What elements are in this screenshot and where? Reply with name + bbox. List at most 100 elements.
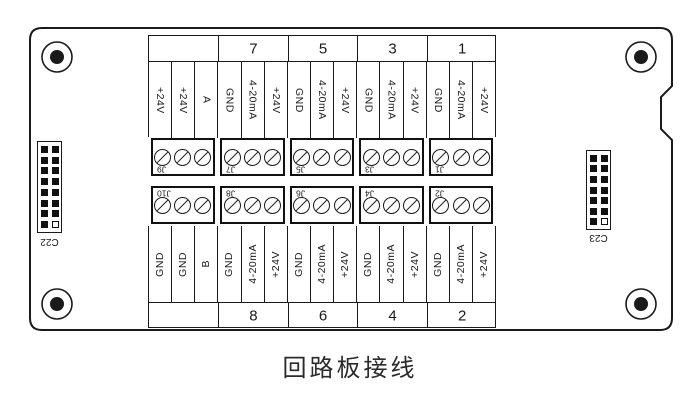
terminal-column: A	[195, 62, 219, 138]
screw-terminal	[223, 196, 241, 214]
channel-number: 3	[388, 40, 397, 57]
connector-pin	[40, 178, 48, 186]
connector-c22	[37, 141, 62, 233]
screw-terminal	[333, 196, 351, 214]
screw-terminal	[194, 196, 212, 214]
terminal-label: 4-20mA	[246, 244, 259, 284]
screw-terminal	[452, 196, 470, 214]
terminal-label: GND	[431, 251, 444, 277]
screw-terminal	[452, 148, 470, 166]
terminal-label: GND	[154, 251, 167, 277]
terminal-label: GND	[223, 87, 236, 113]
terminal-column: 4-20mA	[450, 226, 473, 302]
channel-number: 8	[249, 307, 258, 324]
terminal-column: GND	[149, 226, 173, 302]
screw-terminal	[264, 196, 282, 214]
connector-pin-row	[589, 218, 608, 226]
terminal-label: +24V	[339, 250, 352, 278]
connector-pin	[589, 186, 597, 194]
terminal-label: GND	[223, 251, 236, 277]
connector-pin-row	[40, 188, 59, 196]
group-divider-line	[218, 303, 220, 328]
screw-terminal	[432, 148, 450, 166]
terminal-label: GND	[292, 251, 305, 277]
screw-terminal	[264, 148, 282, 166]
terminal-label: +24V	[408, 250, 421, 278]
terminal-block: J9	[150, 138, 216, 176]
group-divider-line	[218, 36, 220, 61]
terminal-block-label: J9	[156, 164, 166, 174]
screw-terminal	[383, 196, 401, 214]
terminal-column: GND	[357, 62, 381, 138]
mounting-hole-top-left	[41, 41, 73, 73]
channel-number: 4	[388, 307, 397, 324]
channel-number: 5	[318, 40, 328, 57]
connector-pin	[589, 218, 597, 226]
terminal-block-label: J7	[226, 164, 236, 174]
screw-terminal	[383, 148, 401, 166]
terminal-column: 4-20mA	[450, 62, 473, 138]
group-divider-line	[357, 303, 359, 328]
terminal-column: 4-20mA	[242, 226, 265, 302]
connector-pin-row	[589, 175, 608, 183]
terminal-block-label: J10	[156, 188, 171, 199]
terminal-column: +24V	[265, 226, 288, 302]
connector-pin	[589, 197, 597, 205]
channel-number: 2	[458, 307, 467, 324]
terminal-block: J8	[220, 186, 285, 224]
connector-pin	[51, 145, 59, 153]
terminal-label: 4-20mA	[385, 80, 398, 120]
screw-terminal	[362, 196, 380, 214]
screw-terminal	[174, 196, 192, 214]
connector-pin	[40, 221, 48, 229]
connector-pin-row	[40, 156, 59, 164]
connector-pin	[589, 165, 597, 173]
terminal-block: J4	[359, 186, 424, 224]
connector-pin	[600, 197, 608, 205]
terminal-label: +24V	[269, 86, 282, 114]
terminal-block-label: J6	[295, 188, 305, 199]
terminal-column: GND	[357, 226, 381, 302]
connector-c23-label: C23	[589, 232, 608, 243]
group-divider-line	[426, 303, 428, 328]
terminal-label: GND	[362, 87, 375, 113]
board-edge	[29, 27, 673, 331]
terminal-column: +24V	[172, 62, 196, 138]
terminal-label: +24V	[408, 86, 421, 114]
connector-pin	[51, 156, 59, 164]
terminal-label: +24V	[339, 86, 352, 114]
connector-pin-row	[589, 154, 608, 162]
terminal-column: +24V	[334, 226, 358, 302]
connector-pin-row	[589, 207, 608, 215]
connector-pin-row	[40, 178, 59, 186]
connector-pin	[51, 178, 59, 186]
terminal-column: +24V	[473, 226, 495, 302]
terminal-label: 4-20mA	[316, 244, 329, 284]
screw-terminal	[194, 148, 212, 166]
connector-pin	[51, 167, 59, 175]
diagram-title: 回路板接线	[282, 355, 418, 382]
terminal-column: GND	[172, 226, 196, 302]
terminal-column: GND	[218, 226, 242, 302]
connector-pin	[600, 186, 608, 194]
mounting-hole-bottom-right	[625, 288, 657, 320]
terminal-column: +24V	[149, 62, 173, 138]
terminal-column: GND	[288, 62, 311, 138]
terminal-label: 4-20mA	[385, 244, 398, 284]
terminal-column: 4-20mA	[311, 226, 335, 302]
connector-pin	[589, 207, 597, 215]
screw-terminal	[403, 196, 421, 214]
mounting-hole-top-right	[625, 41, 657, 73]
group-divider-line	[287, 303, 289, 328]
terminal-column: 4-20mA	[380, 62, 404, 138]
terminal-label: +24V	[478, 250, 491, 278]
terminal-block: J6	[289, 186, 355, 224]
screw-terminal	[243, 148, 261, 166]
terminal-label: GND	[292, 87, 305, 113]
connector-pin	[51, 188, 59, 196]
terminal-block: J7	[220, 138, 285, 176]
